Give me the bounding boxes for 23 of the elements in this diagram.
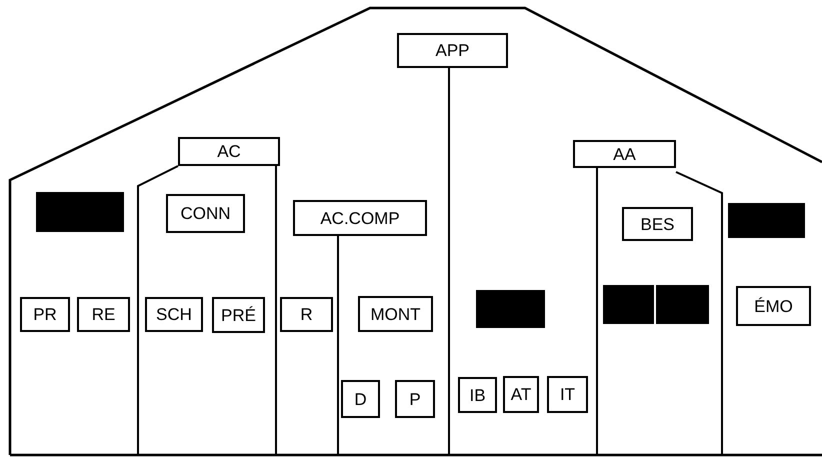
label-box: IT [547,376,588,413]
label-box: ÉMO [736,286,811,326]
label-box: P [395,380,435,418]
label-box: AC.COMP [293,200,427,236]
filled-block [728,203,805,238]
label-box: RE [77,297,130,332]
label-box: BES [622,207,693,241]
label-box: AT [503,376,539,413]
label-box: PR [20,297,70,332]
filled-block [36,192,124,232]
label-box: R [280,297,333,332]
label-box: MONT [358,296,433,332]
filled-block [476,290,545,328]
label-box: APP [397,33,508,68]
label-box: CONN [166,194,245,233]
label-box: PRÉ [212,297,265,333]
label-box: D [341,380,380,418]
filled-block [656,285,709,324]
label-box: IB [458,377,497,413]
label-box: AC [178,137,280,166]
label-box: AA [573,140,676,168]
filled-block [603,285,654,324]
label-box: SCH [145,297,203,332]
